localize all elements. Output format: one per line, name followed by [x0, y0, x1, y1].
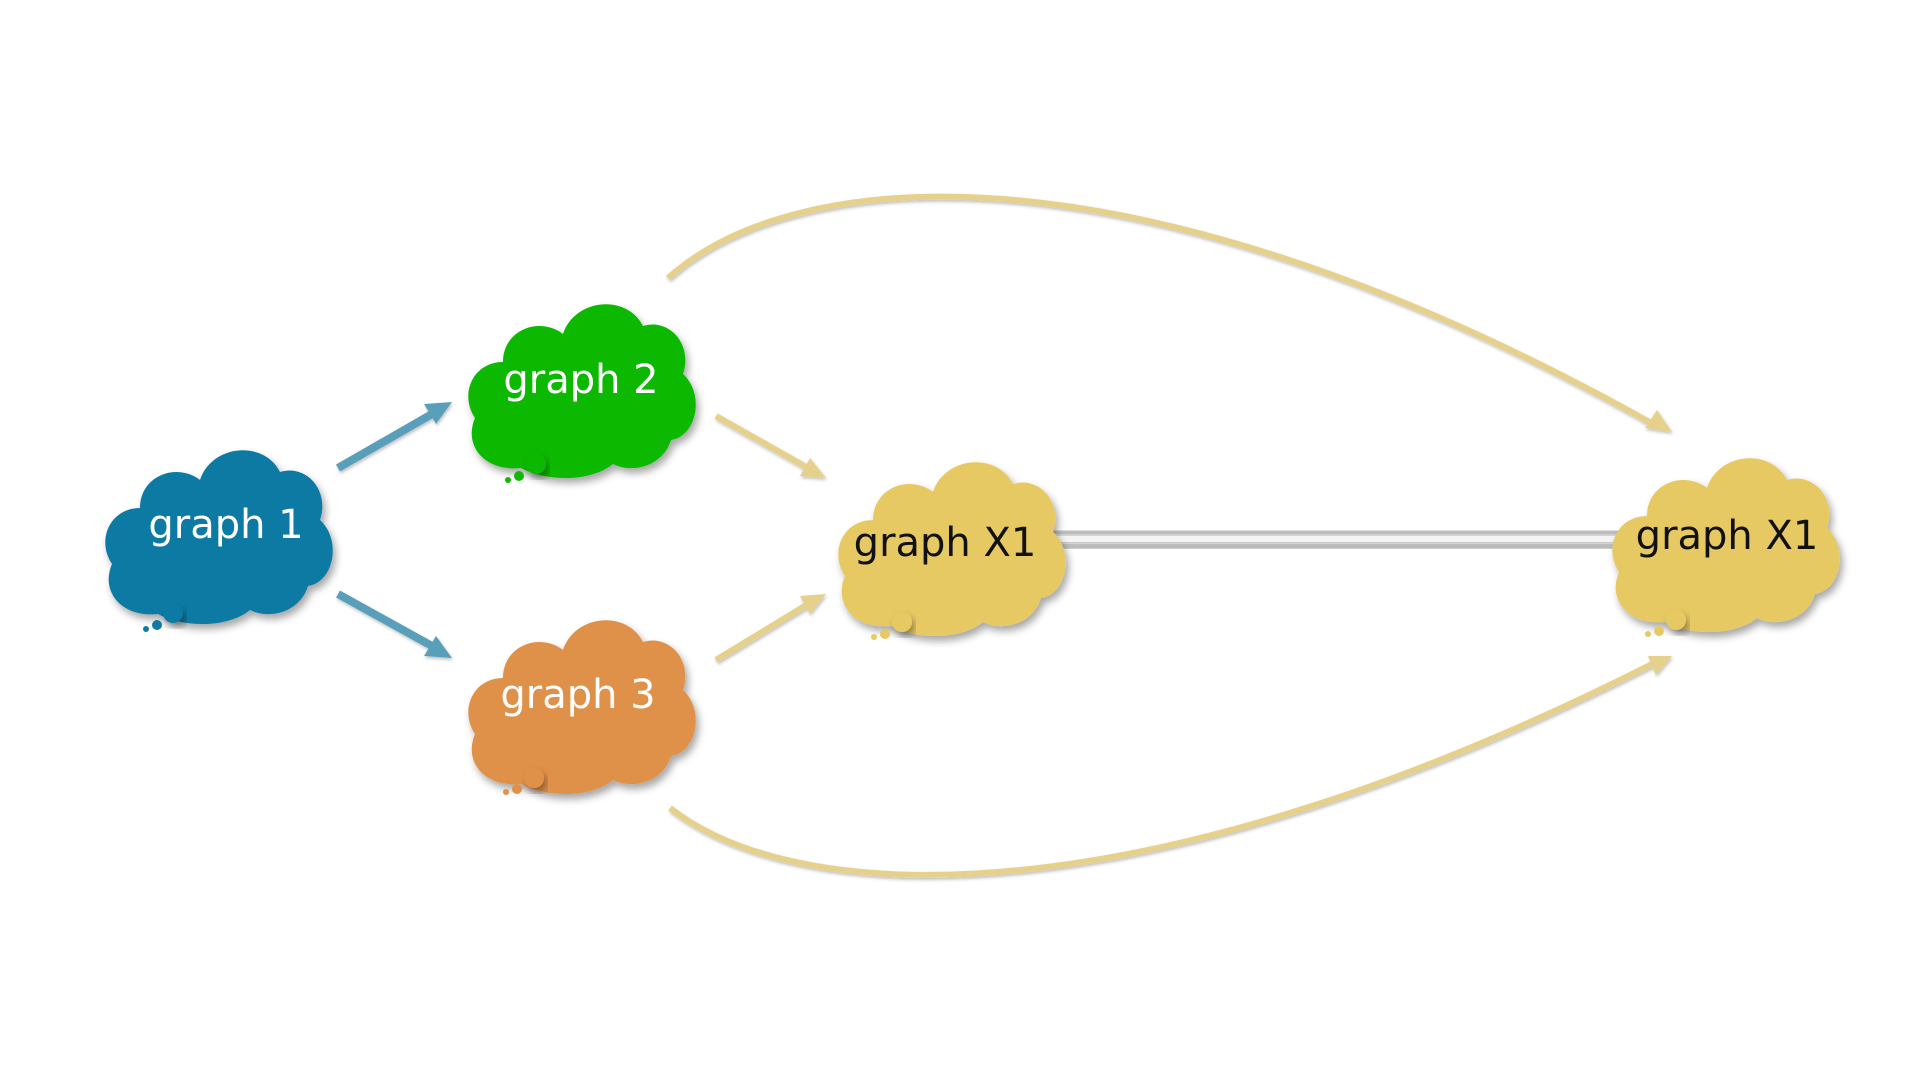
node-label: graph X1	[1636, 513, 1819, 559]
nodes: graph 1 graph 2 graph 3 graph X1	[105, 304, 1840, 795]
edge-graph3-to-graphx1	[714, 594, 826, 663]
node-label: graph 2	[503, 357, 658, 403]
edge-graph2-to-graphx1	[714, 413, 826, 478]
node-label: graph X1	[854, 520, 1037, 566]
node-graphx1-middle: graph X1	[838, 462, 1066, 640]
edges	[336, 193, 1672, 878]
edge-graph2-to-graphx1-curved	[666, 193, 1672, 432]
node-label: graph 1	[148, 502, 303, 548]
node-graph2: graph 2	[468, 304, 696, 483]
edge-graph1-to-graph3	[336, 590, 452, 658]
edge-graph1-to-graph2	[336, 402, 452, 472]
node-label: graph 3	[500, 672, 655, 718]
node-graphx1-right: graph X1	[1612, 458, 1840, 637]
node-graph3: graph 3	[468, 620, 696, 795]
edge-graph3-to-graphx1-curved	[668, 656, 1672, 878]
edge-graphx1-to-graphx1	[1050, 530, 1620, 548]
node-graph1: graph 1	[105, 450, 333, 632]
